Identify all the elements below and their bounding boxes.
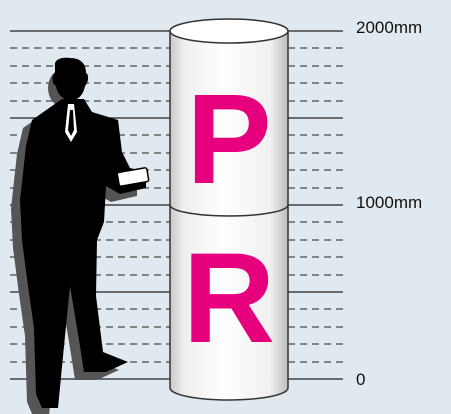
scale-label-2000mm: 2000mm	[356, 18, 422, 38]
scale-label-zero: 0	[356, 370, 365, 390]
businessman-writing-silhouette-icon	[11, 58, 149, 414]
scale-label-1000mm: 1000mm	[356, 193, 422, 213]
pillar-letter-upper: P	[186, 68, 271, 211]
pillar-letter-lower: R	[183, 227, 275, 370]
